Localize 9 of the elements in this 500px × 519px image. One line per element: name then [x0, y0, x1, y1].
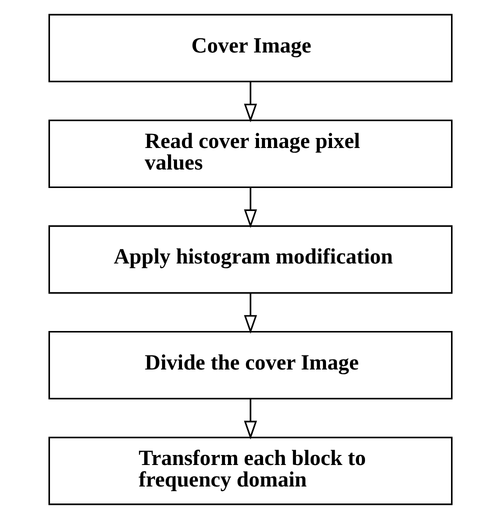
arrow	[243, 292, 257, 334]
arrow	[243, 82, 257, 122]
node-box: Divide the cover Image	[48, 331, 452, 400]
arrow	[243, 187, 257, 228]
node-box: Transform each block to frequency domain	[48, 436, 452, 506]
node-box: Cover Image	[48, 14, 452, 82]
arrow	[243, 398, 257, 440]
node-box: Apply histogram modification	[48, 225, 452, 294]
node-box: Read cover image pixel values	[48, 120, 452, 188]
